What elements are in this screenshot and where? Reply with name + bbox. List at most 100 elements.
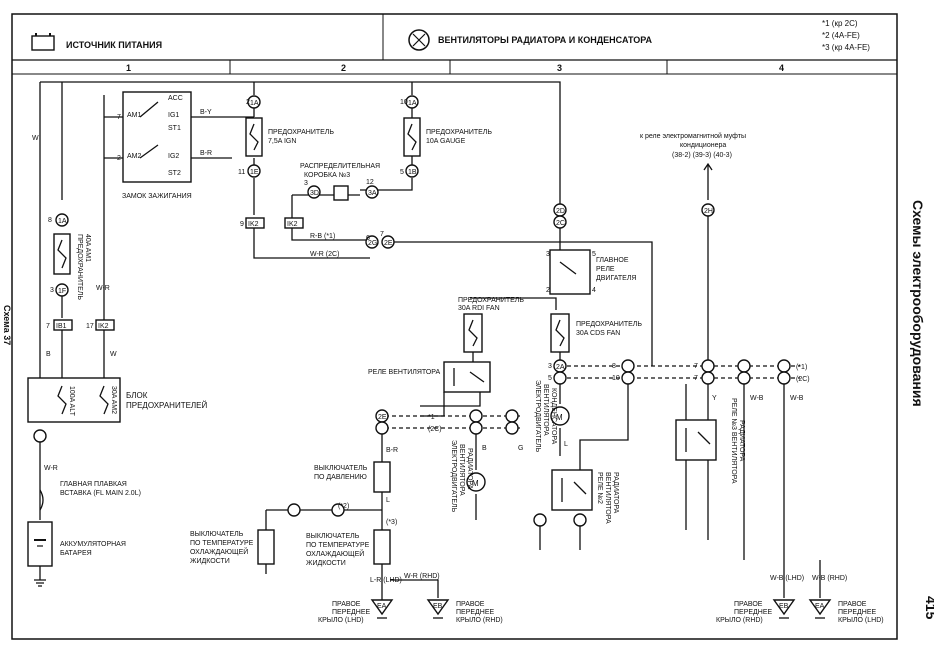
svg-text:EB: EB	[779, 603, 789, 610]
svg-text:G: G	[518, 445, 523, 452]
svg-text:5: 5	[400, 169, 404, 176]
svg-text:ST2: ST2	[168, 170, 181, 177]
main-power-wiring	[39, 81, 561, 580]
svg-text:IB1: IB1	[56, 323, 67, 330]
svg-text:40A AM1: 40A AM1	[84, 234, 91, 262]
svg-text:B-R: B-R	[200, 150, 212, 157]
ground-eb-left: EB ПРАВОЕ ПЕРЕДНЕЕ КРЫЛО (RHD) W-R (RHD)	[390, 573, 503, 624]
svg-text:(2C): (2C)	[428, 426, 442, 433]
relay-no2: РЕЛЕ №2 ВЕНТИЛЯТОРА РАДИАТОРА	[533, 469, 619, 550]
svg-text:7: 7	[117, 114, 121, 121]
svg-text:W-B (LHD): W-B (LHD)	[770, 575, 804, 582]
svg-text:БЛОК: БЛОК	[126, 391, 148, 400]
svg-text:КРЫЛО (RHD): КРЫЛО (RHD)	[456, 617, 503, 624]
svg-text:W-R (RHD): W-R (RHD)	[404, 573, 440, 580]
svg-text:B-R: B-R	[386, 447, 398, 454]
svg-text:ЖИДКОСТИ: ЖИДКОСТИ	[306, 560, 346, 567]
svg-text:ПРАВОЕ: ПРАВОЕ	[456, 601, 485, 608]
svg-text:ГЛАВНОЕ: ГЛАВНОЕ	[596, 257, 629, 264]
svg-text:2G: 2G	[368, 240, 377, 247]
ground-eb-right: EB ПРАВОЕ ПЕРЕДНЕЕ КРЫЛО (RHD)	[716, 599, 796, 624]
svg-text:EB: EB	[433, 603, 443, 610]
wire-labels: W W-R W-R B W B-R L (*3) B G L Y L-R (LH…	[32, 135, 717, 584]
svg-text:8: 8	[48, 217, 52, 224]
svg-text:3: 3	[546, 251, 550, 258]
svg-text:2E: 2E	[384, 240, 393, 247]
svg-text:ПРЕДОХРАНИТЕЛЕЙ: ПРЕДОХРАНИТЕЛЕЙ	[126, 401, 208, 410]
svg-text:ПО ТЕМПЕРАТУРЕ: ПО ТЕМПЕРАТУРЕ	[190, 540, 254, 547]
svg-text:3: 3	[304, 180, 308, 187]
section-title: Схемы электрооборудования	[910, 200, 926, 407]
fan-relay: РЕЛЕ ВЕНТИЛЯТОРА	[368, 361, 491, 417]
svg-text:3: 3	[548, 363, 552, 370]
svg-text:1F: 1F	[58, 288, 66, 295]
svg-text:ЭЛЕКТРОДВИГАТЕЛЬ: ЭЛЕКТРОДВИГАТЕЛЬ	[450, 440, 457, 513]
svg-text:ПО ДАВЛЕНИЮ: ПО ДАВЛЕНИЮ	[314, 474, 367, 481]
svg-text:ВЫКЛЮЧАТЕЛЬ: ВЫКЛЮЧАТЕЛЬ	[190, 531, 244, 538]
svg-text:7: 7	[694, 375, 698, 382]
ignition-switch-label: ЗАМОК ЗАЖИГАНИЯ	[122, 193, 192, 200]
svg-text:B: B	[482, 445, 487, 452]
svg-text:1E: 1E	[250, 169, 259, 176]
svg-text:17: 17	[86, 323, 94, 330]
fuse-ign: 1A ПРЕДОХРАНИТЕЛЬ 7,5A IGN 1E IK2 9	[232, 82, 334, 229]
svg-text:Y: Y	[712, 395, 717, 402]
svg-text:кондиционера: кондиционера	[680, 142, 726, 149]
ignition-switch: ACC IG1 ST1 IG2 ST2 AM1 AM2 ЗАМОК ЗАЖИГА…	[104, 91, 232, 200]
svg-text:РАДИАТОРА: РАДИАТОРА	[466, 448, 473, 490]
svg-text:8: 8	[612, 363, 616, 370]
svg-text:2: 2	[246, 99, 250, 106]
svg-text:РЕЛЕ: РЕЛЕ	[596, 266, 615, 273]
svg-text:ЭЛЕКТРОДВИГАТЕЛЬ: ЭЛЕКТРОДВИГАТЕЛЬ	[534, 380, 541, 453]
svg-text:30A CDS FAN: 30A CDS FAN	[576, 330, 620, 337]
svg-text:ПРЕДОХРАНИТЕЛЬ: ПРЕДОХРАНИТЕЛЬ	[76, 234, 83, 300]
ground-ea-left: EA ПРАВОЕ ПЕРЕДНЕЕ КРЫЛО (LHD)	[318, 596, 394, 624]
svg-text:ПЕРЕДНЕЕ: ПЕРЕДНЕЕ	[734, 609, 773, 616]
fan-icon	[408, 29, 430, 51]
power-source-header: ИСТОЧНИК ПИТАНИЯ	[31, 33, 162, 51]
svg-text:IK2: IK2	[98, 323, 109, 330]
svg-text:РАДИАТОРА: РАДИАТОРА	[738, 420, 745, 462]
condenser-fan-motor: M ЭЛЕКТРОДВИГАТЕЛЬ ВЕНТИЛЯТОРА КОНДЕНСАТ…	[534, 380, 570, 456]
svg-text:IK2: IK2	[248, 221, 259, 228]
svg-text:2: 2	[117, 155, 121, 162]
svg-text:ВСТАВКА (FL MAIN 2.0L): ВСТАВКА (FL MAIN 2.0L)	[60, 490, 141, 497]
svg-text:2: 2	[546, 287, 550, 294]
svg-text:ПРЕДОХРАНИТЕЛЬ: ПРЕДОХРАНИТЕЛЬ	[576, 321, 642, 328]
svg-text:1A: 1A	[408, 100, 417, 107]
radiator-fan-motor: M ЭЛЕКТРОДВИГАТЕЛЬ ВЕНТИЛЯТОРА РАДИАТОРА	[450, 434, 486, 520]
svg-text:1A: 1A	[58, 218, 67, 225]
fuse-am1: 1A ПРЕДОХРАНИТЕЛЬ 40A AM1 1F IB1 IK2	[53, 213, 115, 380]
svg-text:РЕЛЕ ВЕНТИЛЯТОРА: РЕЛЕ ВЕНТИЛЯТОРА	[368, 369, 441, 376]
svg-text:2C: 2C	[556, 220, 565, 227]
svg-text:ОХЛАЖДАЮЩЕЙ: ОХЛАЖДАЮЩЕЙ	[306, 549, 364, 558]
note-2: *2 (4A-FE)	[822, 31, 860, 40]
svg-text:ЖИДКОСТИ: ЖИДКОСТИ	[190, 558, 230, 565]
temp-switch-2: ВЫКЛЮЧАТЕЛЬ ПО ТЕМПЕРАТУРЕ ОХЛАЖДАЮЩЕЙ Ж…	[306, 529, 391, 596]
svg-text:ВЫКЛЮЧАТЕЛЬ: ВЫКЛЮЧАТЕЛЬ	[306, 533, 360, 540]
relay-no3: РЕЛЕ №3 ВЕНТИЛЯТОРА РАДИАТОРА	[675, 384, 745, 540]
svg-text:3D: 3D	[310, 190, 319, 197]
svg-text:5: 5	[548, 375, 552, 382]
svg-text:АККУМУЛЯТОРНАЯ: АККУМУЛЯТОРНАЯ	[60, 541, 126, 548]
svg-text:W-R: W-R	[44, 465, 58, 472]
svg-text:7: 7	[380, 231, 384, 238]
svg-text:ОХЛАЖДАЮЩЕЙ: ОХЛАЖДАЮЩЕЙ	[190, 547, 248, 556]
svg-text:(*1): (*1)	[796, 364, 807, 371]
column-3: 3	[557, 63, 562, 73]
svg-text:ST1: ST1	[168, 125, 181, 132]
svg-text:КОРОБКА №3: КОРОБКА №3	[304, 172, 350, 179]
svg-text:W: W	[110, 351, 117, 358]
temp-switch-1: ВЫКЛЮЧАТЕЛЬ ПО ТЕМПЕРАТУРЕ ОХЛАЖДАЮЩЕЙ Ж…	[190, 503, 382, 574]
svg-text:W-B: W-B	[750, 395, 764, 402]
right-wiring: W-B W-B W-B (LHD) W-B (RHD)	[579, 294, 847, 598]
svg-text:10: 10	[612, 375, 620, 382]
svg-text:ПРАВОЕ: ПРАВОЕ	[332, 601, 361, 608]
svg-text:W-B (RHD): W-B (RHD)	[812, 575, 847, 582]
pressure-switch: ВЫКЛЮЧАТЕЛЬ ПО ДАВЛЕНИЮ	[314, 434, 391, 530]
svg-text:(38-2) (39-3) (40-3): (38-2) (39-3) (40-3)	[672, 152, 732, 159]
svg-text:БАТАРЕЯ: БАТАРЕЯ	[60, 550, 92, 557]
svg-text:11: 11	[238, 169, 245, 176]
connector-row-2a: 2A (*1) (2C)	[553, 359, 810, 385]
svg-text:КРЫЛО (LHD): КРЫЛО (LHD)	[318, 617, 364, 624]
